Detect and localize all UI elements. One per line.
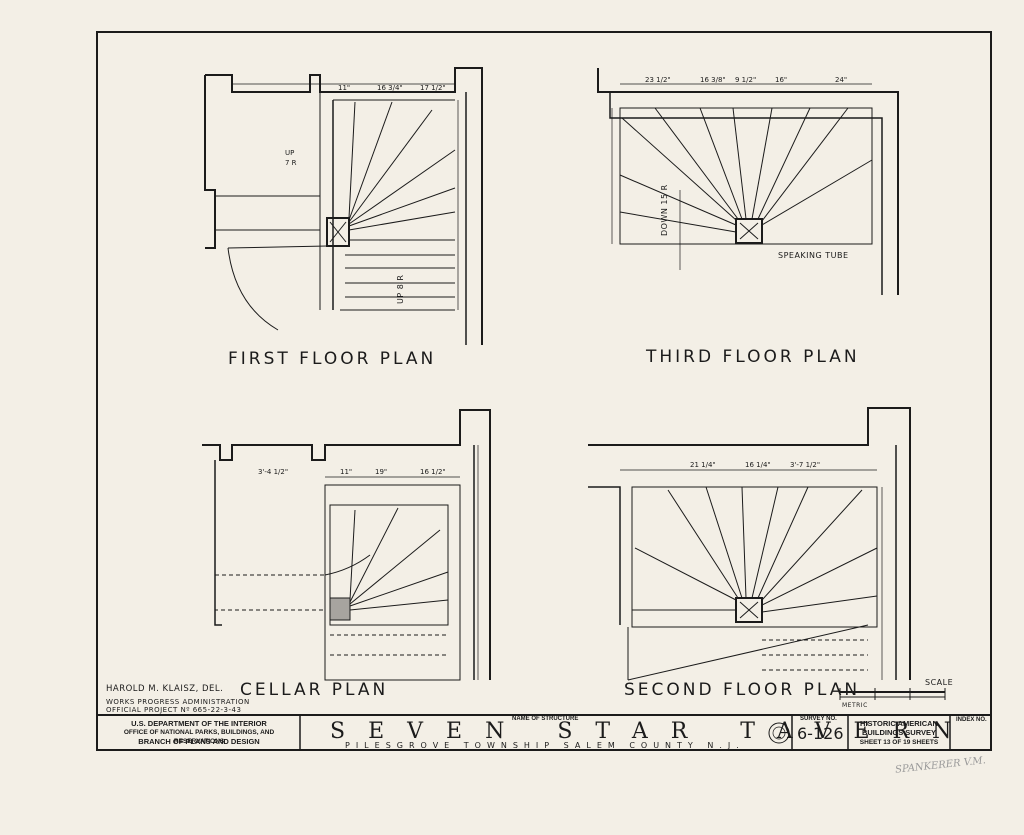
location-text: PILESGROVE TOWNSHIP SALEM COUNTY N.J. [345,741,745,750]
first-floor-plan-title: FIRST FLOOR PLAN [228,349,437,369]
branch-text: BRANCH OF PLANS AND DESIGN [138,737,260,746]
svg-text:19": 19" [375,468,387,476]
svg-text:11": 11" [340,468,352,476]
svg-text:16 1/2": 16 1/2" [420,468,446,476]
up-label: UP 8 R [396,274,405,304]
svg-text:16": 16" [775,76,787,84]
office-text: OFFICE OF NATIONAL PARKS, BUILDINGS, AND… [123,729,275,745]
svg-text:21 1/4": 21 1/4" [690,461,716,469]
index-number-label: INDEX NO. [956,717,987,723]
drawing-sheet-border [96,31,992,751]
svg-text:23 1/2": 23 1/2" [645,76,671,84]
second-floor-plan-title: SECOND FLOOR PLAN [624,680,861,700]
svg-text:16 3/4": 16 3/4" [377,84,403,92]
structure-name-label: NAME OF STRUCTURE [512,716,579,722]
svg-text:17 1/2": 17 1/2" [420,84,446,92]
svg-text:9 1/2": 9 1/2" [735,76,756,84]
project-credit: OFFICIAL PROJECT Nº 665-22-3-43 [106,706,242,714]
second-floor-plan-drawing: 21 1/4" 16 1/4" 3'-7 1/2" [588,407,911,681]
survey-number-label: SURVEY NO. [800,716,837,722]
department-text: U.S. DEPARTMENT OF THE INTERIOR [131,719,267,728]
svg-text:16 1/4": 16 1/4" [745,461,771,469]
sheet-info: SHEET 13 OF 19 SHEETS [859,739,939,746]
svg-text:3'-7 1/2": 3'-7 1/2" [790,461,820,469]
down-label: DOWN 15 R [660,184,669,236]
wpa-credit: WORKS PROGRESS ADMINISTRATION [106,698,250,706]
delineator-credit: HAROLD M. KLAISZ, DEL. [106,684,224,694]
svg-text:16 3/8": 16 3/8" [700,76,726,84]
habs-line-2: BUILDINGS SURVEY [861,728,937,737]
habs-line-1: HISTORIC AMERICAN [860,719,938,728]
cellar-plan-drawing: 11" 19" 16 1/2" 3'-4 1/2" [202,409,491,681]
svg-text:UP: UP [285,149,294,157]
survey-number: 6-126 [797,724,844,743]
svg-text:3'-4 1/2": 3'-4 1/2" [258,468,288,476]
title-block-frame [96,714,992,751]
svg-text:24": 24" [835,76,847,84]
svg-text:7 R: 7 R [285,159,297,167]
metric-label: METRIC [842,702,868,709]
speaking-tube-label: SPEAKING TUBE [778,251,849,260]
scale-bar [839,688,946,700]
svg-text:11": 11" [338,84,350,92]
cellar-plan-title: CELLAR PLAN [240,680,389,700]
first-floor-plan-drawing: 11" 16 3/4" 17 1/2" UP 7 R [204,67,483,345]
structure-name: SEVEN STAR TAVERN [330,719,975,744]
third-floor-plan-drawing: 23 1/2" 16 3/8" 9 1/2" 16" 24" [597,68,899,295]
scale-label: SCALE [925,678,954,687]
third-floor-plan-title: THIRD FLOOR PLAN [646,347,860,367]
